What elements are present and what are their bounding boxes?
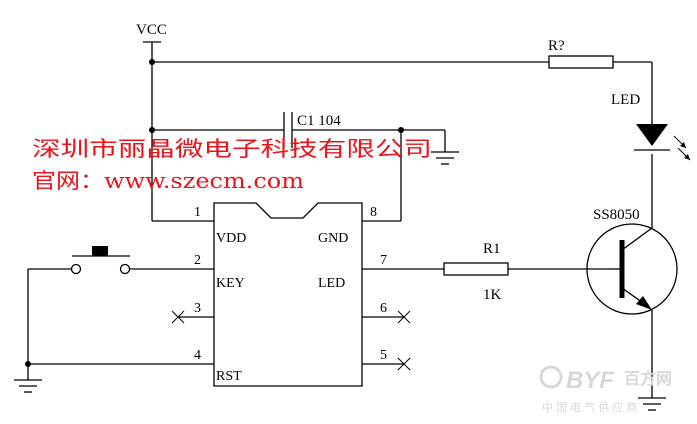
resistor-r1-label: R1: [483, 241, 501, 257]
pin-number-4: 4: [194, 348, 201, 363]
capacitor-label: C1 104: [297, 113, 341, 129]
pin-number-5: 5: [380, 348, 387, 363]
ic-chip: [213, 202, 363, 387]
pin-number-7: 7: [380, 253, 387, 268]
company-website: 官网：www.szecm.com: [32, 169, 304, 193]
pin-number-6: 6: [380, 301, 387, 316]
led-label: LED: [611, 92, 640, 108]
capacitor-c1: [283, 112, 293, 148]
watermark-brand: BYF: [566, 367, 615, 394]
pin-name-led: LED: [318, 276, 345, 291]
pin-number-2: 2: [194, 253, 201, 268]
led-diode: [634, 124, 691, 161]
company-name: 深圳市丽晶微电子科技有限公司: [32, 137, 432, 161]
vcc-label: VCC: [136, 22, 167, 38]
pin-name-vdd: VDD: [216, 231, 246, 246]
ground-symbol-cap: [431, 151, 459, 165]
resistor-r-led: [548, 55, 614, 69]
resistor-r-led-label: R?: [548, 38, 565, 54]
ground-symbol-emitter: [638, 397, 666, 411]
resistor-r1-value: 1K: [483, 287, 502, 303]
pin-number-1: 1: [194, 205, 201, 220]
transistor-ss8050: [586, 223, 678, 315]
wires: [27, 41, 653, 398]
ground-symbol-left: [14, 379, 42, 393]
watermark: BYF 百方网 中 国 电 气 供 应 商: [539, 365, 672, 414]
pin-number-8: 8: [370, 205, 377, 220]
pin-name-key: KEY: [216, 276, 245, 291]
pin-number-3: 3: [194, 301, 201, 316]
resistor-r1: [443, 262, 509, 276]
pin-name-gnd: GND: [318, 231, 348, 246]
push-button-switch: [70, 246, 131, 275]
watermark-site: 百方网: [624, 369, 672, 388]
junction-dots: [25, 59, 404, 367]
watermark-tagline: 中 国 电 气 供 应 商: [542, 400, 637, 414]
transistor-label: SS8050: [593, 207, 640, 223]
pin-name-rst: RST: [216, 369, 242, 384]
no-connect-marks: [171, 310, 411, 371]
watermark-logo-icon: [539, 365, 563, 389]
